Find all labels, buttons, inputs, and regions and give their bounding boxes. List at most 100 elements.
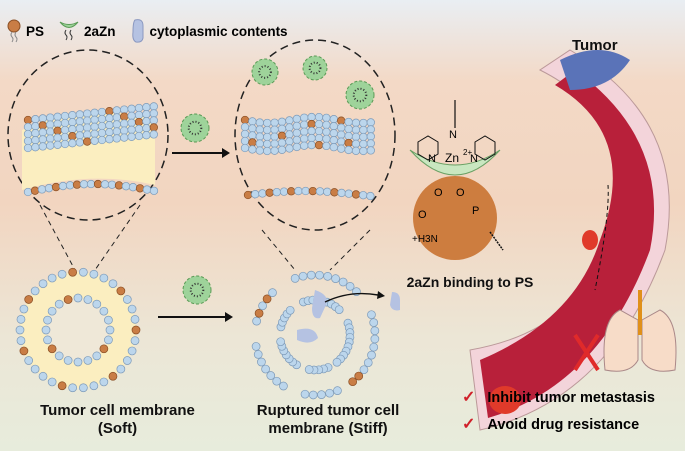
lipid-head	[44, 336, 52, 344]
lipid-head	[345, 146, 353, 154]
lipid-head	[46, 142, 54, 150]
ps-head	[266, 189, 274, 197]
lipid-head	[249, 125, 257, 133]
svg-text:O: O	[434, 187, 443, 199]
lipid-head	[367, 119, 375, 127]
lipid-head	[90, 270, 98, 278]
lipid-head	[256, 140, 264, 148]
lipid-head	[345, 118, 353, 126]
lipid-head	[46, 114, 54, 122]
lipid-head	[330, 122, 338, 130]
lipid-head	[83, 117, 91, 125]
lipid-head	[263, 140, 271, 148]
lipid-head	[106, 326, 114, 334]
lipid-head	[271, 126, 279, 134]
lipid-head	[263, 147, 271, 155]
lipid-head	[295, 187, 303, 195]
lipid-head	[54, 113, 62, 121]
lipid-head	[249, 132, 257, 140]
lipid-head	[302, 187, 310, 195]
lipid-head	[46, 128, 54, 136]
lipid-head	[39, 136, 47, 144]
lipid-head	[98, 129, 106, 137]
lipid-head	[337, 124, 345, 132]
lipid-head	[360, 140, 368, 148]
lipid-head	[323, 114, 331, 122]
lipid-head	[300, 121, 308, 129]
lipid-head	[91, 123, 99, 131]
lipid-head	[370, 343, 378, 351]
lipid-head	[251, 190, 259, 198]
lipid-head	[256, 119, 264, 127]
lipid-head	[54, 141, 62, 149]
lipid-head	[256, 133, 264, 141]
lipid-head	[61, 133, 69, 141]
caption-line: Ruptured tumor cell	[228, 402, 428, 420]
lipid-head	[337, 131, 345, 139]
lipid-head	[299, 272, 307, 280]
lipid-head	[120, 120, 128, 128]
lipid-head	[76, 139, 84, 147]
lipid-head	[326, 389, 334, 397]
lipid-head	[106, 135, 114, 143]
lipid-head	[305, 366, 313, 374]
lipid-head	[143, 110, 151, 118]
lipid-head	[286, 306, 294, 314]
lipid-head	[100, 378, 108, 386]
ps-head	[20, 347, 28, 355]
lipid-head	[106, 121, 114, 129]
lipid-head	[323, 121, 331, 129]
lipid-head	[352, 147, 360, 155]
lipid-head	[150, 131, 158, 139]
lipid-head	[69, 384, 77, 392]
lipid-head	[135, 125, 143, 133]
lipid-head	[143, 131, 151, 139]
stiff-membrane-caption: Ruptured tumor cell membrane (Stiff)	[228, 402, 428, 438]
lipid-head	[150, 110, 158, 118]
ps-head	[135, 118, 143, 126]
lipid-head	[106, 114, 114, 122]
lipid-head	[360, 119, 368, 127]
lipid-head	[106, 128, 114, 136]
lipid-head	[55, 352, 63, 360]
lipid-head	[93, 300, 101, 308]
lipid-head	[367, 147, 375, 155]
lipid-head	[315, 120, 323, 128]
lipid-head	[256, 147, 264, 155]
lipid-head	[280, 188, 288, 196]
lipid-head	[352, 140, 360, 148]
lipid-head	[307, 271, 315, 279]
lipid-head	[263, 133, 271, 141]
ps-head	[115, 182, 123, 190]
lipid-head	[271, 140, 279, 148]
ps-head	[64, 296, 72, 304]
lipid-head	[367, 140, 375, 148]
lipid-head	[20, 305, 28, 313]
ps-head	[94, 180, 102, 188]
lipid-head	[98, 122, 106, 130]
lipid-head	[308, 134, 316, 142]
outcome-item: ✓Inhibit tumor metastasis	[462, 387, 655, 407]
lipid-head	[61, 126, 69, 134]
ps-head	[109, 372, 117, 380]
lipid-head	[278, 125, 286, 133]
lipid-head	[120, 106, 128, 114]
lipid-head	[32, 129, 40, 137]
lipid-head	[42, 326, 50, 334]
lipid-head	[323, 142, 331, 150]
lipid-head	[16, 326, 24, 334]
lipid-head	[55, 300, 63, 308]
lipid-head	[91, 109, 99, 117]
lipid-head	[45, 184, 53, 192]
ps-head	[69, 132, 77, 140]
ps-head	[349, 378, 357, 386]
lipid-head	[257, 358, 265, 366]
lipid-head	[39, 280, 47, 288]
lipid-head	[84, 356, 92, 364]
lipid-head	[330, 136, 338, 144]
lipid-head	[69, 111, 77, 119]
lipid-head	[293, 129, 301, 137]
lipid-head	[24, 123, 32, 131]
ps-head	[345, 139, 353, 147]
